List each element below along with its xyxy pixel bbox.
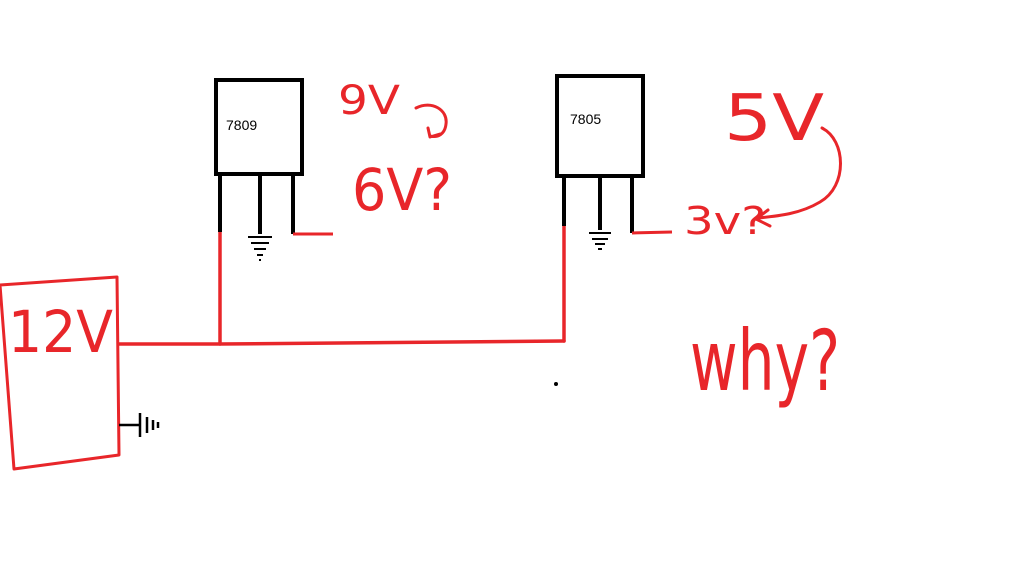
question-text: why? [690, 312, 840, 410]
regulator-label: 7805 [570, 111, 601, 127]
power-source: 12V [0, 275, 160, 471]
curved-arrow-icon [414, 103, 448, 139]
regulator-7805: 7805 [555, 74, 673, 250]
supply-rail [117, 224, 566, 346]
regulator-label: 7809 [226, 117, 257, 133]
left-measured-voltage: 6V? [352, 156, 452, 224]
curved-arrow-icon [754, 126, 842, 228]
right-expected-voltage: 5V [724, 82, 824, 156]
annotations: 9V 6V? 5V 3v? why? [338, 78, 842, 410]
source-label: 12V [8, 298, 113, 366]
regulator-pins [562, 176, 673, 235]
battery-ground-icon [119, 413, 160, 437]
left-expected-voltage: 9V [338, 78, 401, 124]
rail-horizontal [117, 339, 566, 346]
regulator-body [555, 74, 645, 178]
regulator-body [214, 78, 304, 176]
regulator-pins [218, 174, 333, 236]
ground-symbol-icon [248, 236, 272, 261]
source-box-outline [0, 275, 121, 471]
stray-dot [554, 382, 558, 386]
right-measured-voltage: 3v? [684, 199, 766, 243]
ground-symbol-icon [589, 232, 611, 250]
regulator-7809: 7809 [214, 78, 333, 261]
